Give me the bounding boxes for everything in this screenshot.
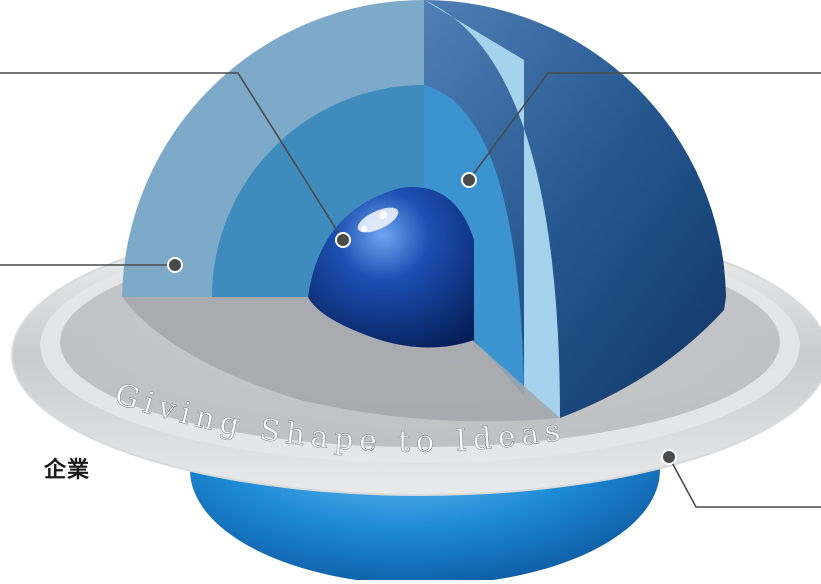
leader-line-disk [669,457,821,507]
dot-disk [662,450,676,464]
dot-outer-shell [168,258,182,272]
side-label: 企業 [0,452,90,484]
dot-mid-shell [462,173,476,187]
upper-hemisphere [122,0,726,421]
dot-core [336,233,350,247]
